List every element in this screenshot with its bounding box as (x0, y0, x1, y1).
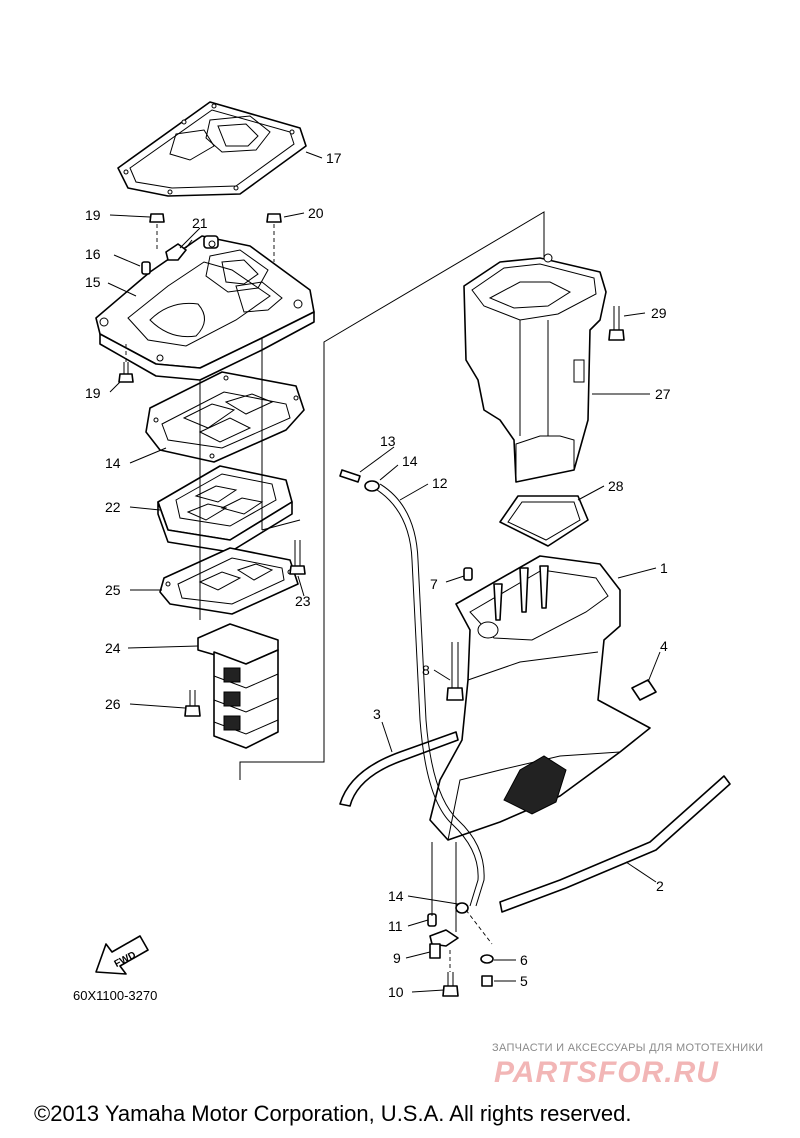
part-29-bolt (608, 306, 625, 341)
part-28-gasket (499, 495, 589, 547)
assembly-lines-left (199, 211, 545, 780)
callout-7: 7 (430, 576, 438, 592)
part-12-hose (373, 483, 485, 907)
part-21-fitting (165, 239, 193, 261)
watermark-logo: PARTSFOR.RU (494, 1056, 719, 1089)
part-17-dowel-pin (141, 261, 151, 275)
callout-21: 21 (192, 215, 208, 231)
callout-26: 26 (105, 696, 121, 712)
assembly-lines-lower (431, 842, 493, 972)
diagram-code: 60X1100-3270 (73, 988, 158, 1003)
part-14-clamp-upper (364, 480, 380, 492)
part-24-muffler (197, 623, 279, 749)
callout-22: 22 (105, 499, 121, 515)
part-19-bolt-upper (149, 213, 165, 252)
part-2-seal-strip (499, 775, 731, 913)
callout-19-lower: 19 (85, 385, 101, 401)
callout-5: 5 (520, 973, 528, 989)
callout-16: 15 (85, 274, 101, 290)
callout-14-lower: 14 (388, 888, 404, 904)
copyright-notice: ©2013 Yamaha Motor Corporation, U.S.A. A… (34, 1101, 632, 1126)
callout-labels: 17 19 20 21 16 15 19 14 22 23 25 24 26 2… (85, 150, 671, 1000)
callout-13: 13 (380, 433, 396, 449)
part-5-screw (481, 975, 493, 987)
part-8-bolt (446, 642, 464, 701)
callout-2: 2 (656, 878, 664, 894)
callout-15: 14 (105, 455, 121, 471)
part-25-gasket (159, 547, 299, 615)
callout-1: 1 (660, 560, 668, 576)
callout-14: 14 (402, 453, 418, 469)
callout-6: 6 (520, 952, 528, 968)
part-20-bolt (266, 213, 282, 262)
part-16-upper-casing (95, 235, 315, 381)
callout-10: 10 (388, 984, 404, 1000)
part-1-upper-case (429, 555, 651, 841)
callout-3: 3 (373, 706, 381, 722)
watermark-tagline: ЗАПЧАСТИ И АКСЕССУАРЫ ДЛЯ МОТОТЕХНИКИ (492, 1042, 764, 1054)
callout-23: 23 (295, 593, 311, 609)
part-18-gasket (117, 101, 307, 197)
part-26-bolt (184, 690, 201, 717)
callout-18: 17 (326, 150, 342, 166)
part-14-clamp-lower (455, 902, 469, 914)
part-7-dowel-pin (463, 567, 473, 581)
callout-19: 19 (85, 207, 101, 223)
callout-4: 4 (660, 638, 668, 654)
part-19-bolt-lower (118, 344, 134, 383)
part-3-seal-strip (339, 731, 459, 807)
part-4-grommet (631, 679, 657, 701)
part-6-washer (480, 954, 494, 964)
part-13-fitting (339, 469, 361, 483)
part-23-bolt (289, 540, 306, 575)
fwd-arrow-icon: FWD (95, 935, 149, 975)
callout-17: 16 (85, 246, 101, 262)
callout-29: 29 (651, 305, 667, 321)
callout-12: 12 (432, 475, 448, 491)
callout-24: 24 (105, 640, 121, 656)
callout-27: 27 (655, 386, 671, 402)
part-10-bolt (442, 972, 459, 997)
part-22-exhaust-plate (157, 465, 293, 553)
part-15-gasket (145, 371, 305, 463)
callout-28: 28 (608, 478, 624, 494)
callout-9: 9 (393, 950, 401, 966)
callout-20: 20 (308, 205, 324, 221)
part-9-union (429, 929, 459, 959)
part-27-oil-pan (463, 253, 607, 483)
callout-11: 11 (388, 918, 403, 934)
callout-25: 25 (105, 582, 121, 598)
leader-lines (107, 151, 661, 993)
callout-8: 8 (422, 662, 430, 678)
